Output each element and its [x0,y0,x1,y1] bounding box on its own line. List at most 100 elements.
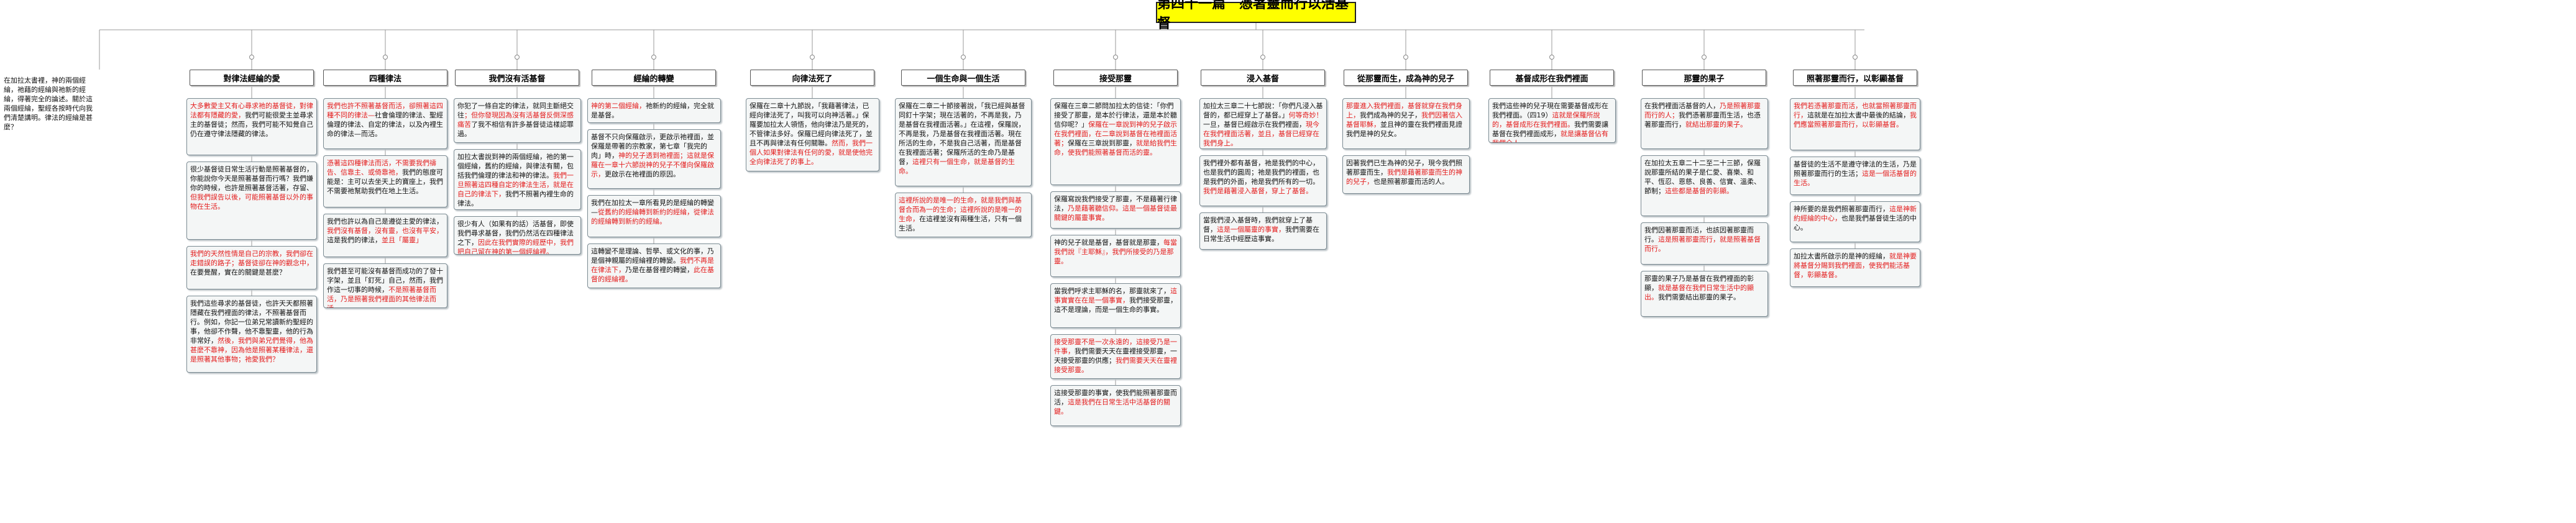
note-card[interactable]: 我們的天然性情是自己的宗教，我們卻在走錯誤的路子；基督徒卻在神的觀念中，在要覺醒… [186,246,317,289]
highlighted-text: 這是照著那靈而行，就是照著基督而行。 [1644,235,1761,253]
highlighted-text: 我們也許不照著基督而活，卻照著這四種不同的律法— [327,102,443,119]
note-card[interactable]: 基督不只向保羅啟示，更啟示祂裡面，並保羅是帶著的宗教家，第七章「我完的肉」時，神… [587,129,721,189]
note-card[interactable]: 基督徒的生活不是遵守律法的生活，乃是照著那靈而行的生活；這是一個活基督的生活。 [1790,157,1920,195]
note-card[interactable]: 這裡所說的是唯一的生命，就是我們與基督合而為一的生命；這裡所說的是唯一的生命，在… [895,193,1032,237]
note-card[interactable]: 神的兒子就是基督，基督就是那靈，每當我們說『主耶穌』，我們所接受的乃是那靈。 [1050,235,1181,277]
note-card[interactable]: 加拉太書所啟示的是神的經綸，就是神要將基督分賜到我們裡面，使我們能活基督，彰顯基… [1790,248,1920,287]
highlighted-text: 這些都是基督的彰顯。 [1665,187,1733,195]
note-card[interactable]: 神的第二個經綸，祂新約的經綸，完全就是基督。 [587,98,721,123]
highlighted-text: 神的第二個經綸， [591,102,646,110]
note-text: 保羅在三章二節問加拉太的信徒：「你們接受了那靈，是本於行律法，還是本於聽信仰呢？… [1054,102,1177,129]
note-card[interactable]: 我們在加拉太一章所看見的是經綸的轉變—從舊約的經綸轉到新約的經綸，從律法的經綸轉… [587,195,721,237]
highlighted-text: 我們應當照著那靈而行，以彰顯基督。 [1794,111,1917,129]
branch-10[interactable]: 基督成形在我們裡面 [1490,70,1614,86]
note-card[interactable]: 我們甚至可能沒有基督而成功的了發十字架，並且「釘死」自己，然而，我們作這一切事的… [323,263,447,308]
highlighted-text: 我們需要天天在靈裡接受那靈。 [1054,357,1177,374]
branch-3[interactable]: 我們沒有活基督 [455,70,579,86]
branch-8[interactable]: 浸入基督 [1201,70,1325,86]
highlighted-text: 我們一旦照著這四種自定的律法生活，就是在自己的律法下， [457,171,574,198]
branch-4[interactable]: 經綸的轉變 [592,70,716,86]
note-text: 你犯了一條自定的律法，就同主斷絕交往 [457,102,574,119]
note-card[interactable]: 加拉太書說到神的兩個經綸，祂的第一個經綸，舊約的經綸，與律法有關，包括我們倫理的… [454,149,581,210]
highlighted-text: 乃是照著那靈而行的人； [1644,102,1761,119]
note-card[interactable]: 保羅在二章二十節接著說，「我已經與基督同釘十字架；現在活著的，不再是我，乃是基督… [895,98,1032,186]
note-text: 祂新約的經綸，完全就是基督。 [591,102,714,119]
note-card[interactable]: 保羅在三章二節問加拉太的信徒：「你們接受了那靈，是本於行律法，還是本於聽信仰呢？… [1050,98,1181,185]
note-card[interactable]: 當我們浸入基督時，我們就穿上了基督，這是一個屬靈的事實，我們需要在日常生活中經歷… [1199,212,1327,250]
highlighted-text: 不是照著基督而活，乃是照著我們裡面的其他律法而活。 [327,286,436,307]
highlighted-text: 就結出那靈的果子。 [1685,121,1747,129]
branch-node-icon [810,55,815,60]
highlighted-text: 何等奇妙！ [1288,111,1323,119]
branch-node-icon [249,55,254,60]
note-card[interactable]: 保羅在二章十九節說，「我藉著律法，已經向律法死了，叫我可以向神活著。」保羅要加拉… [746,98,879,171]
note-card[interactable]: 我們若憑著那靈而活，也就當照著那靈而行，這就是在加拉太書中最後的結論，我們應當照… [1790,98,1920,150]
highlighted-text: 這是神新約經綸的中心， [1794,205,1917,222]
branch-node-icon [1260,55,1265,60]
highlighted-text: 那靈進入我們裡面，基督就穿在我們身上， [1346,102,1462,119]
highlighted-text: 然後，我們與弟兄們覺得，他為甚麼不靠神，因為他是照著某種律法，還是照著其他事物；… [190,337,313,363]
note-card[interactable]: 這轉變不是理論、哲學、或文化的事，乃是個神親屬的經綸裡的轉變。我們不再是在律法下… [587,243,721,288]
note-text: 當我們浸入基督時，我們就穿上了基督， [1203,216,1313,234]
highlighted-text: 我們沒有基督，沒有靈，也沒有平安， [327,227,443,235]
branch-11[interactable]: 那靈的果子 [1642,70,1766,86]
note-text: 這轉變不是理論、哲學、或文化的事，乃是個神親屬的經綸裡的轉變。 [591,247,714,265]
note-card[interactable]: 那靈的果子乃是基督在我們裡面的彰顯，就是基督在我們日常生活中的顯出。我們需要結出… [1641,271,1768,317]
branch-7[interactable]: 接受那靈 [1053,70,1178,86]
note-text: 很少有人（如果有的話）活基督，即使我們尋求基督，我們仍然活在四種律法之下， [457,220,574,247]
highlighted-text: 我們不再是在律法下， [591,257,714,274]
note-text: 保羅在三章說到那靈， [1068,139,1136,147]
highlighted-text: 這是我們在日常生活中活基督的關鍵。 [1054,398,1170,416]
note-card[interactable]: 很少基督徒日常生活行動是照著基督的，你能說你今天是照著基督而行嗎？我們嫌你的時候… [186,161,317,240]
note-card[interactable]: 神所要的是我們照著那靈而行，這是神新約經綸的中心，也是我們基督徒生活的中心。 [1790,201,1920,242]
note-text: 因著我們已生為神的兒子，現今我們照著那靈而生， [1346,159,1462,176]
note-card[interactable]: 我們裡外都有基督，祂是我們的中心，也是我們的圓周；祂是我們的裡面，也是我們的外面… [1199,155,1327,206]
note-card[interactable]: 那靈進入我們裡面，基督就穿在我們身上，我們成為神的兒子，我們因著信入基督耶穌，並… [1342,98,1470,149]
branch-node-icon [1549,55,1554,60]
note-card[interactable]: 我們這些尋求的基督徒，也許天天都照著隱藏在我們裡面的律法，不照著基督而行。例如，… [186,296,317,373]
highlighted-text: 這事實實在在是一個事實， [1054,287,1177,304]
note-card[interactable]: 我們也許以為自己是遵從主愛的律法，我們沒有基督，沒有靈，也沒有平安，這是我們的律… [323,214,447,257]
note-text: 也是照著那靈而活的人。 [1373,178,1449,186]
branch-12[interactable]: 照著那靈而行，以彰顯基督 [1793,70,1917,86]
note-card[interactable]: 加拉太三章二十七節說：「你們凡浸入基督的，都已經穿上了基督。」何等奇妙！一旦，基… [1199,98,1327,149]
branch-9[interactable]: 從那靈而生，成為神的兒子 [1344,70,1468,86]
note-text: 並且神的靈在我們裡面見證我們是神的兒女。 [1346,121,1462,138]
note-card[interactable]: 保羅寫說我們接受了那靈，不是藉著行律法，乃是藉著聽信仰。這是一個基督徒最關鍵的屬… [1050,191,1181,229]
note-text: 基督徒的生活不是遵守律法的生活，乃是照著那靈而行的生活； [1794,160,1917,178]
note-text: 加拉太書所啟示的是神的經綸， [1794,252,1889,260]
note-text: 在加拉太五章二十二至二十三節，保羅說那靈所結的果子是仁愛、喜樂、和平、恆忍、恩慈… [1644,159,1761,195]
note-card[interactable]: 在我們裡面活基督的人，乃是照著那靈而行的人；我們憑著那靈而生活，也憑著那靈而行，… [1641,98,1768,149]
note-card[interactable]: 你犯了一條自定的律法，就同主斷絕交往；但你發現因為沒有活基督反倒深感痛苦了我不相… [454,98,581,143]
note-text: 我們需要結出那靈的果子。 [1658,293,1740,301]
note-card[interactable]: 很少有人（如果有的話）活基督，即使我們尋求基督，我們仍然活在四種律法之下，因此在… [454,216,581,255]
highlighted-text: 現今在我們裡面活著， [1203,121,1319,138]
branch-5[interactable]: 向律法死了 [750,70,874,86]
note-card[interactable]: 在加拉太五章二十二至二十三節，保羅說那靈所結的果子是仁愛、喜樂、和平、恆忍、恩慈… [1641,155,1768,216]
note-card[interactable]: 我們也許不照著基督而活，卻照著這四種不同的律法—社會倫理的律法、聖經倫理的律法、… [323,98,447,149]
note-text: 我們甚至可能沒有基督而成功的了發十字架，並且「釘死」自己，然而，我們作這一切事的… [327,267,443,294]
intro-text: 在加拉太書裡，神的兩個經綸，祂藉的經綸與祂新的經綸，得著完全的論述。關於這兩個經… [4,76,93,131]
note-card[interactable]: 這接受那靈的事實，使我們能照著那靈而活，這是我們在日常生活中活基督的關鍵。 [1050,385,1181,426]
note-text: 了我不相信有許多基督徒這樣認罪過。 [457,121,574,138]
note-card[interactable]: 我們這些神的兒子現在需要基督成形在我們裡面。（四19）這就是保羅所說的，基督成形… [1488,98,1616,143]
branch-node-icon [1853,55,1858,60]
note-card[interactable]: 憑著這四種律法而活，不需要我們禱告、信靠主、或倚靠祂，我們的態度可能是：主可以去… [323,155,447,207]
highlighted-text: 但我們誤告以後，可能照著基督以外的事物在生活。 [190,193,313,211]
branch-1[interactable]: 對律法經綸的愛 [190,70,314,86]
note-text: 社會倫理的律法、聖經倫理的律法、自定的律法，以及內裡生命的律法—而活。 [327,111,443,138]
note-text: 我們這些神的兒子現在需要基督成形在我們裡面。（四19） [1492,102,1608,119]
branch-node-icon [1113,55,1118,60]
note-text: 更啟示在祂裡面的原因。 [605,170,680,178]
highlighted-text: 這是一個活基督的生活。 [1794,170,1917,187]
note-card[interactable]: 接受那靈不是一次永遠的，這接受乃是一件事，我們需要天天在靈裡接受那靈，一天接受那… [1050,334,1181,379]
note-card[interactable]: 大多數愛主又有心尋求祂的基督徒，對律法都有隱藏的愛，我們可能很愛主並尋求主的基督… [186,98,317,155]
note-card[interactable]: 因著我們已生為神的兒子，現今我們照著那靈而生，我們是藉著那靈而生的神的兒子，也是… [1342,155,1470,194]
note-card[interactable]: 當我們呼求主耶穌的名，那靈就來了，這事實實在在是一個事實，我們接受那靈，這不是理… [1050,283,1181,328]
mindmap-title: 第四十一篇 憑著靈而行以活基督 [1156,0,1356,32]
highlighted-text: 並且，基督已經穿在我們身上。 [1203,130,1319,147]
branch-2[interactable]: 四種律法 [323,70,447,86]
branch-6[interactable]: 一個生命與一個生活 [901,70,1025,86]
note-text: 乃是在基督裡的轉變， [625,266,694,274]
note-card[interactable]: 我們因著那靈而活，也該因著那靈而行。這是照著那靈而行，就是照著基督而行。 [1641,222,1768,265]
